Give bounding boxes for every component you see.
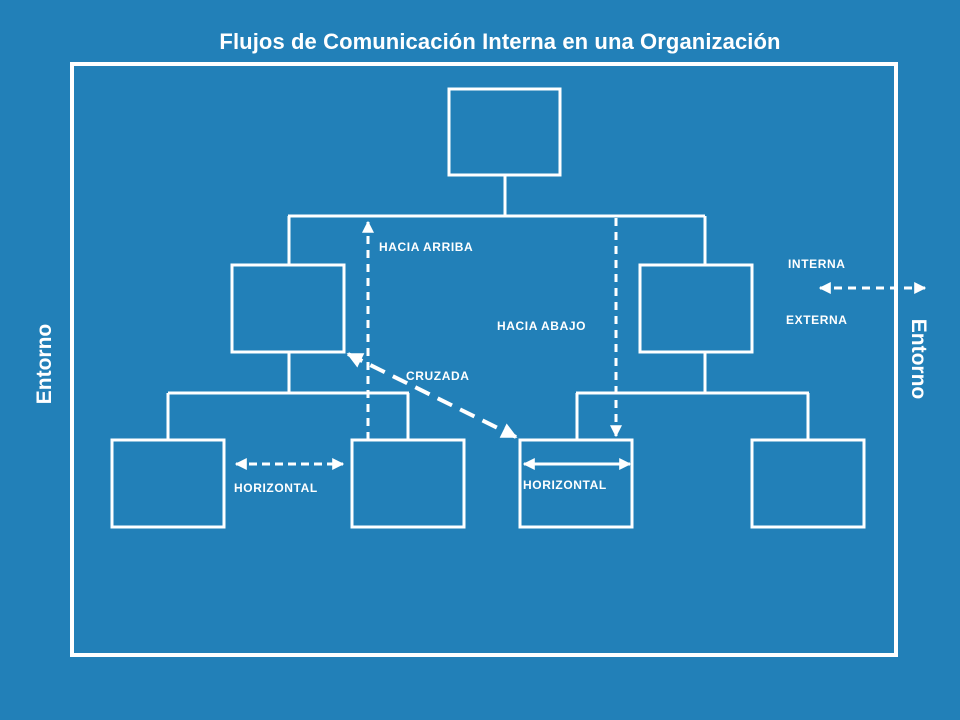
label-external: EXTERNA bbox=[786, 313, 848, 327]
box-bottom-4 bbox=[750, 438, 866, 529]
organization-boundary bbox=[70, 62, 898, 657]
box-bottom-1 bbox=[110, 438, 226, 529]
label-upward: HACIA ARRIBA bbox=[379, 240, 473, 254]
label-horizontal-right: HORIZONTAL bbox=[523, 478, 607, 492]
box-bottom-2 bbox=[350, 438, 466, 529]
diagram-title: Flujos de Comunicación Interna en una Or… bbox=[219, 29, 781, 54]
label-horizontal-left: HORIZONTAL bbox=[234, 481, 318, 495]
box-top-management bbox=[447, 87, 562, 177]
label-downward: HACIA ABAJO bbox=[497, 319, 586, 333]
label-cross: CRUZADA bbox=[406, 369, 470, 383]
flow-cross-arrow bbox=[346, 352, 518, 439]
box-middle-right bbox=[638, 263, 754, 354]
label-environment-right: Entorno bbox=[907, 319, 930, 399]
box-middle-left bbox=[230, 263, 346, 354]
label-internal: INTERNA bbox=[788, 257, 846, 271]
hierarchy-connectors bbox=[166, 175, 810, 440]
label-environment-left: Entorno bbox=[33, 324, 56, 404]
